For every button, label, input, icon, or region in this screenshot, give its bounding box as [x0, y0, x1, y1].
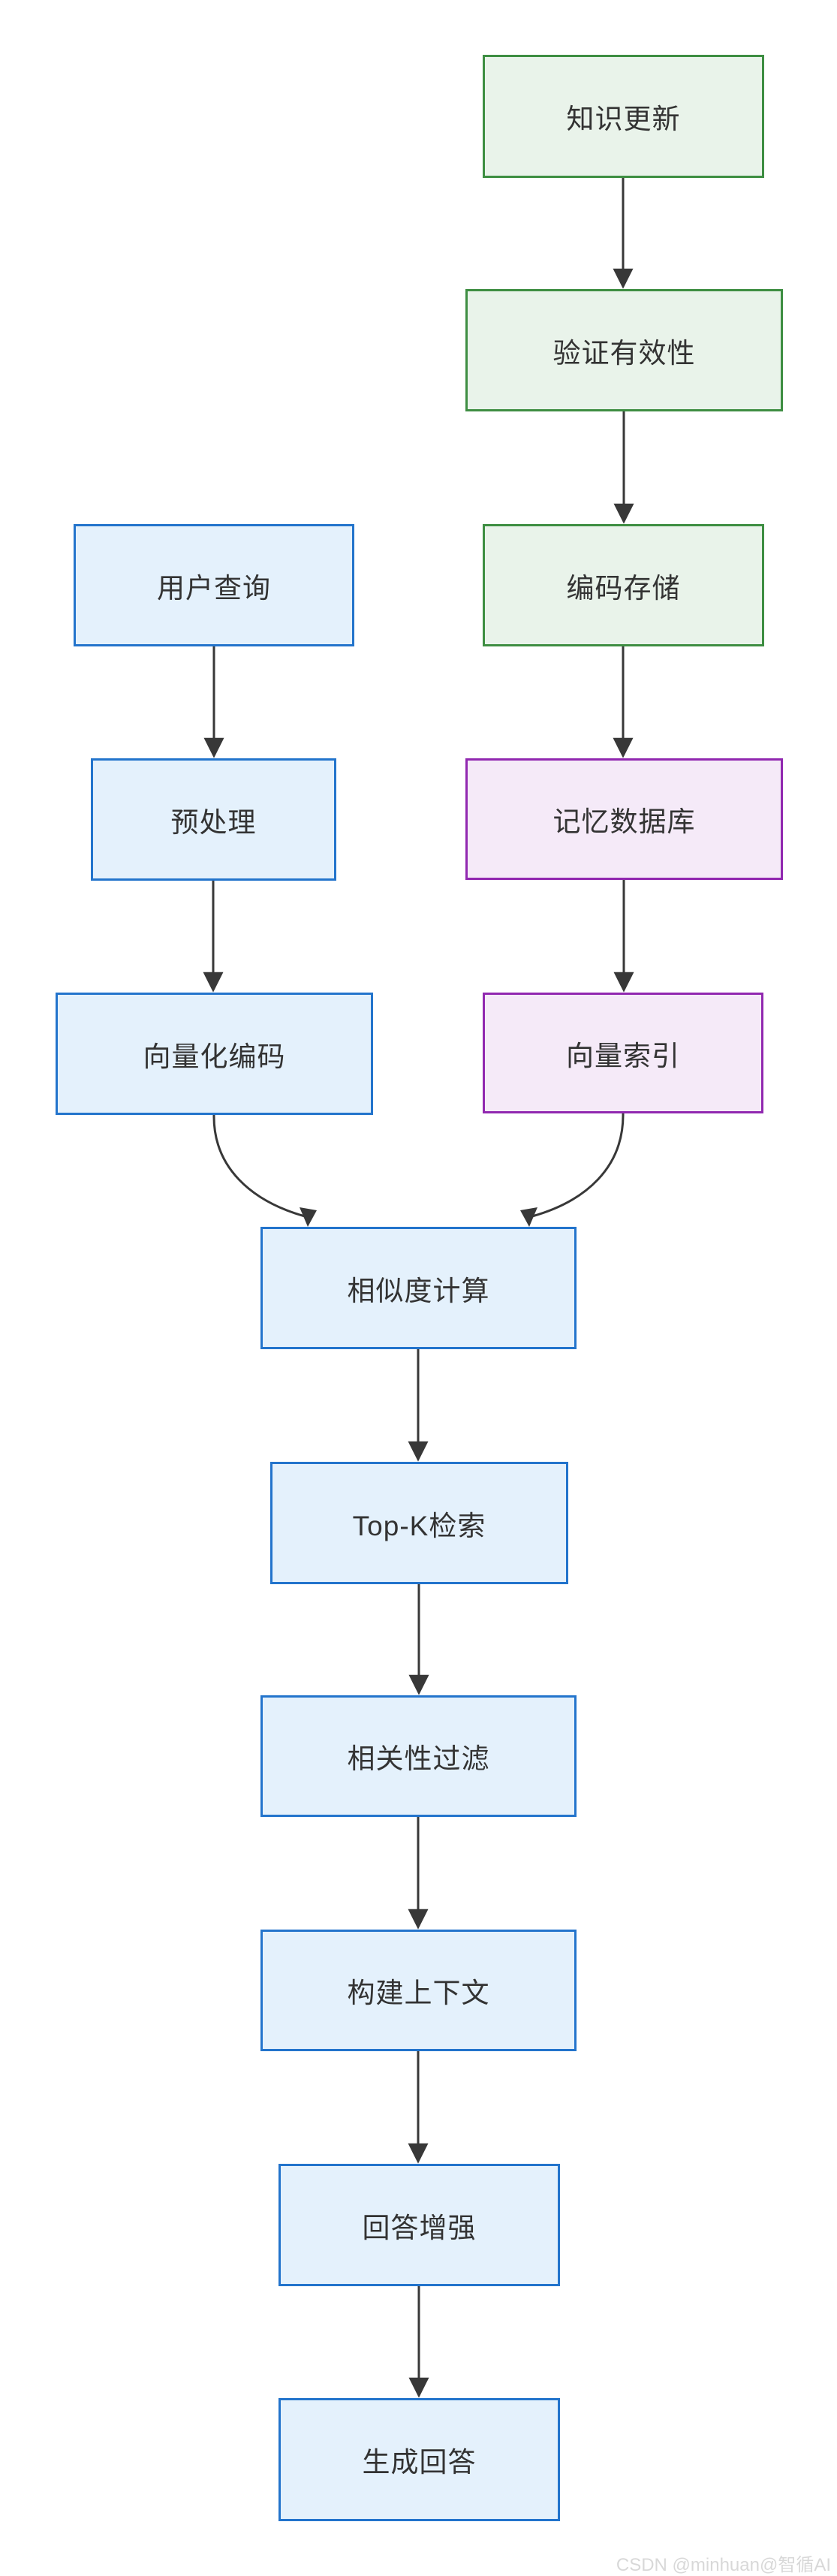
node-build-context: 构建上下文 — [260, 1930, 577, 2051]
node-answer-augment: 回答增强 — [278, 2164, 560, 2286]
node-vector-index: 向量索引 — [483, 993, 763, 1113]
node-memory-database: 记忆数据库 — [465, 758, 783, 880]
csdn-watermark: CSDN @minhuan@智循AI — [616, 2555, 831, 2575]
arrowhead-vector-encode-to-similarity — [300, 1207, 317, 1227]
node-vectorize-encode: 向量化编码 — [56, 993, 373, 1115]
node-similarity-computation: 相似度计算 — [260, 1227, 577, 1349]
edge-vector-index-to-similarity — [531, 1113, 625, 1218]
node-generate-answer: 生成回答 — [278, 2398, 560, 2521]
arrowhead-vector-index-to-similarity — [520, 1207, 537, 1227]
node-user-query: 用户查询 — [74, 524, 354, 646]
node-topk-retrieval: Top-K检索 — [270, 1462, 568, 1584]
node-validate-effectiveness: 验证有效性 — [465, 289, 783, 411]
edge-vector-encode-to-similarity — [212, 1114, 306, 1218]
node-relevance-filter: 相关性过滤 — [260, 1695, 577, 1817]
node-preprocess: 预处理 — [91, 758, 336, 881]
node-knowledge-update: 知识更新 — [483, 55, 764, 178]
node-encode-store: 编码存储 — [483, 524, 764, 646]
